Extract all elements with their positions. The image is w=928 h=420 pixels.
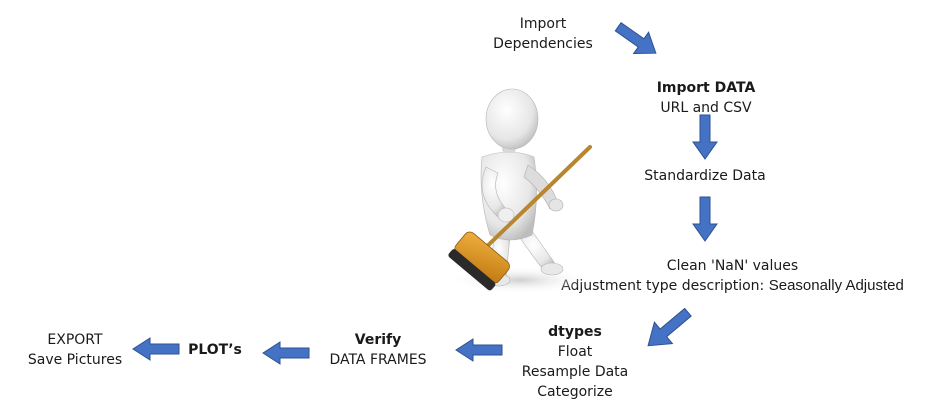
clean-line2: Adjustment type description: Seasonally … (540, 276, 925, 296)
verify-title: Verify (354, 332, 402, 348)
step-import-dependencies: Import Dependencies (488, 14, 598, 54)
import-dependencies-line2: Dependencies (493, 36, 593, 52)
step-export: EXPORT Save Pictures (20, 330, 130, 370)
dtypes-title: dtypes (548, 324, 602, 340)
export-line1: EXPORT (47, 332, 103, 348)
clean-line1: Clean 'NaN' values (666, 258, 799, 274)
verify-subtitle: DATA FRAMES (329, 352, 427, 368)
plots-title: PLOT’s (188, 342, 242, 358)
step-verify: Verify DATA FRAMES (318, 330, 438, 370)
step-import-data: Import DATA URL and CSV (646, 78, 766, 118)
arrow-to-verify (455, 338, 503, 362)
arrow-to-import-data (614, 22, 657, 55)
dtypes-line3: Categorize (537, 384, 613, 400)
step-standardize: Standardize Data (630, 166, 780, 186)
step-clean: Clean 'NaN' values Adjustment type descr… (540, 256, 925, 296)
standardize-text: Standardize Data (644, 168, 766, 184)
import-data-title: Import DATA (656, 80, 756, 96)
clean-line2-value: Seasonally Adjusted (768, 277, 904, 294)
step-dtypes: dtypes Float Resample Data Categorize (510, 322, 640, 402)
dtypes-line1: Float (557, 344, 593, 360)
robot-sweeping-icon (448, 88, 592, 294)
arrow-to-dtypes (647, 307, 692, 347)
export-line2: Save Pictures (27, 352, 123, 368)
arrow-to-plots (262, 341, 310, 365)
dtypes-line2: Resample Data (521, 364, 629, 380)
import-dependencies-line1: Import (519, 16, 567, 32)
arrow-to-export (132, 337, 180, 361)
arrow-to-standardize (692, 114, 718, 160)
clean-line2-prefix: Adjustment type description: (561, 278, 765, 294)
import-data-subtitle: URL and CSV (660, 100, 752, 116)
arrow-to-clean (692, 196, 718, 242)
step-plots: PLOT’s (182, 340, 248, 360)
